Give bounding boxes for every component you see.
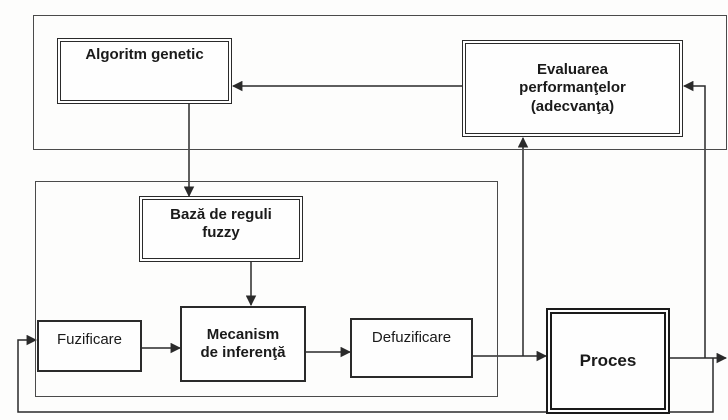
- fuzzy-rule-base-label: Bază de reguli fuzzy: [170, 206, 272, 242]
- defuzzification-label: Defuzificare: [371, 329, 452, 346]
- process-node: Proces: [546, 308, 670, 414]
- genetic-algorithm-label: Algoritm genetic: [85, 46, 204, 63]
- performance-evaluation-node: Evaluarea performanţelor (adecvanţa): [462, 40, 683, 137]
- inference-mechanism-label: Mecanism de inferenţă: [200, 325, 286, 361]
- genetic-algorithm-node: Algoritm genetic: [57, 38, 232, 104]
- fuzzification-node: Fuzificare: [37, 320, 142, 372]
- defuzzification-node: Defuzificare: [350, 318, 473, 378]
- edge-process-to-fuzification: [17, 334, 714, 413]
- process-label: Proces: [579, 350, 637, 370]
- inference-mechanism-node: Mecanism de inferenţă: [180, 306, 306, 382]
- optimization-group-frame: [33, 15, 727, 150]
- fuzzy-controller-group-frame: [35, 181, 498, 397]
- fuzzification-label: Fuzificare: [56, 331, 123, 348]
- fuzzy-rule-base-node: Bază de reguli fuzzy: [139, 196, 303, 262]
- performance-evaluation-label: Evaluarea performanţelor (adecvanţa): [519, 61, 626, 115]
- edge-process-to-evaluation: [682, 80, 706, 358]
